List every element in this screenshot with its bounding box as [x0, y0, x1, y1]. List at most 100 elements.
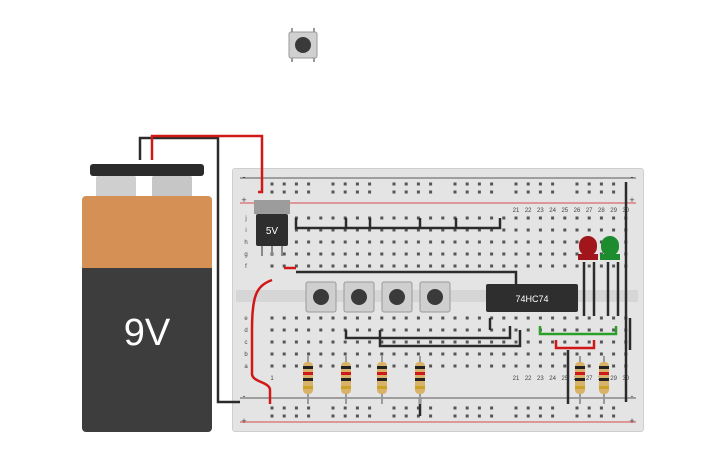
column-number: 24	[549, 376, 556, 382]
terminal-hole	[526, 340, 530, 344]
terminal-hole	[416, 328, 420, 332]
terminal-hole	[599, 316, 603, 320]
battery-9v[interactable]: 9V	[82, 162, 212, 432]
regulator-label: 5V	[266, 226, 279, 237]
rail-hole	[368, 414, 372, 418]
terminal-hole	[599, 216, 603, 220]
terminal-hole	[294, 228, 298, 232]
rail-hole	[392, 190, 396, 194]
rail-hole	[551, 414, 555, 418]
terminal-hole	[612, 216, 616, 220]
row-letter: a	[244, 364, 248, 370]
terminal-hole	[380, 316, 384, 320]
terminal-hole	[526, 352, 530, 356]
wire-top-bus	[294, 218, 502, 230]
terminal-hole	[490, 252, 494, 256]
terminal-hole	[563, 328, 567, 332]
column-number: 26	[574, 208, 581, 214]
terminal-hole	[453, 352, 457, 356]
terminal-hole	[490, 216, 494, 220]
row-letter: d	[244, 328, 247, 334]
loose-pushbutton[interactable]	[288, 28, 318, 62]
pushbutton[interactable]	[381, 281, 413, 313]
terminal-hole	[319, 316, 323, 320]
terminal-hole	[307, 316, 311, 320]
rail-hole	[270, 414, 274, 418]
led-red[interactable]	[578, 236, 598, 260]
terminal-hole	[307, 328, 311, 332]
row-letter: b	[244, 352, 248, 358]
column-number: 22	[525, 208, 532, 214]
terminal-hole	[319, 364, 323, 368]
terminal-hole	[490, 364, 494, 368]
voltage-regulator[interactable]: 5V	[254, 200, 290, 256]
rail-hole	[307, 182, 311, 186]
terminal-hole	[490, 328, 494, 332]
led-green[interactable]	[600, 236, 620, 260]
column-number: 25	[561, 208, 568, 214]
rail-hole	[599, 190, 603, 194]
terminal-hole	[514, 364, 518, 368]
rail-hole	[355, 414, 359, 418]
rail-hole	[465, 406, 469, 410]
terminal-hole	[563, 340, 567, 344]
terminal-hole	[343, 264, 347, 268]
rail-minus-label: -	[631, 391, 634, 401]
rail-hole	[514, 182, 518, 186]
terminal-hole	[477, 352, 481, 356]
terminal-hole	[599, 352, 603, 356]
row-letter: c	[245, 340, 248, 346]
rail-hole	[429, 190, 433, 194]
terminal-hole	[514, 252, 518, 256]
terminal-hole	[331, 264, 335, 268]
terminal-hole	[514, 340, 518, 344]
flip-flop-chip[interactable]: 74HC74	[486, 284, 578, 312]
column-number: 25	[561, 376, 568, 382]
terminal-hole	[575, 240, 579, 244]
resistor[interactable]	[599, 356, 609, 404]
terminal-hole	[355, 328, 359, 332]
pushbutton[interactable]	[343, 281, 375, 313]
terminal-hole	[294, 240, 298, 244]
rail-hole	[368, 190, 372, 194]
terminal-hole	[441, 340, 445, 344]
rail-hole	[416, 414, 420, 418]
terminal-hole	[404, 364, 408, 368]
terminal-hole	[380, 228, 384, 232]
pushbutton[interactable]	[419, 281, 451, 313]
terminal-hole	[441, 364, 445, 368]
pushbutton[interactable]	[305, 281, 337, 313]
terminal-hole	[612, 228, 616, 232]
terminal-hole	[368, 264, 372, 268]
rail-plus-label: +	[241, 195, 246, 205]
rail-plus-label: +	[629, 416, 634, 426]
rail-hole	[282, 414, 286, 418]
terminal-hole	[514, 216, 518, 220]
terminal-hole	[502, 228, 506, 232]
terminal-hole	[282, 264, 286, 268]
resistor[interactable]	[415, 356, 425, 404]
terminal-hole	[441, 228, 445, 232]
row-letter: j	[244, 216, 246, 222]
terminal-hole	[551, 340, 555, 344]
rail-hole	[526, 406, 530, 410]
rail-hole	[551, 406, 555, 410]
terminal-hole	[477, 340, 481, 344]
rail-hole	[429, 414, 433, 418]
terminal-hole	[612, 364, 616, 368]
terminal-hole	[563, 264, 567, 268]
terminal-hole	[416, 264, 420, 268]
resistor[interactable]	[303, 356, 313, 404]
terminal-hole	[392, 316, 396, 320]
terminal-hole	[538, 316, 542, 320]
resistor[interactable]	[341, 356, 351, 404]
terminal-hole	[355, 264, 359, 268]
terminal-hole	[563, 216, 567, 220]
battery-terminal-positive	[152, 176, 192, 198]
terminal-hole	[587, 216, 591, 220]
rail-hole	[514, 190, 518, 194]
resistor[interactable]	[377, 356, 387, 404]
resistor[interactable]	[575, 356, 585, 404]
terminal-hole	[416, 240, 420, 244]
rail-hole	[404, 190, 408, 194]
